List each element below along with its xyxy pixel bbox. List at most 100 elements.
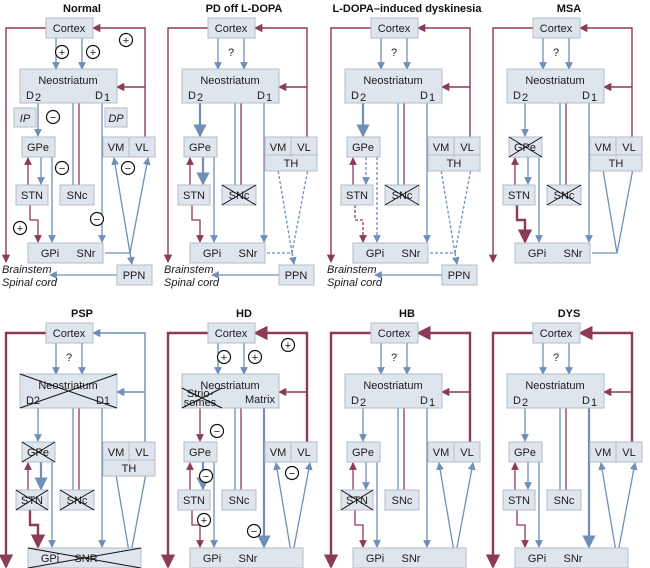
thalamus-to-cortex-arrow [416,325,472,442]
plus-sign: + [17,223,23,235]
minus-sign: − [94,214,100,226]
vm-label: VM [108,447,125,459]
gpi-label: GPi [366,248,384,260]
gpi-to-vl-arrow [129,157,151,254]
stn-label: STN [183,495,205,507]
plus-sign-circle [247,349,263,365]
vl-label: VL [135,142,148,154]
spinal-cord-label: Spinal cord [164,277,220,289]
d1-label: D [582,395,590,407]
minus-sign: − [289,468,295,480]
unknown-marker: ? [553,352,559,364]
snc-to-d1-arrow [565,393,578,490]
stn-to-gpi-arrow [191,510,204,548]
neostriatum-cross [19,373,118,409]
vl-box [290,441,318,463]
snr-label: SNR [74,553,97,565]
plus-sign: + [285,340,291,352]
cortex-box [207,322,256,344]
d1-subscript: 1 [104,92,110,104]
snc-label: SNc [554,495,575,507]
plus-sign-circle [280,337,296,353]
d2-subscript: 2 [360,92,366,104]
stn-cross [15,489,49,511]
snc-cross [384,184,420,206]
snc-to-d1-arrow [565,88,578,185]
snc-to-d1-arrow [78,393,91,490]
ip-box [13,107,37,128]
ppn-box [116,264,153,286]
d1-label: D [582,90,590,102]
stn-label: STN [508,190,530,202]
d1-subscript: 1 [429,92,435,104]
snc-to-d1-arrow [240,88,253,185]
stn-to-gpi-arrow [28,510,46,549]
gpe-label: GPe [189,142,211,154]
d2-subscript: 2 [522,397,528,409]
gpi-label: GPi [203,248,221,260]
neostriatum-label: Neostriatum [525,380,584,392]
d1-label: D [420,395,428,407]
snr-label: SNr [77,248,96,260]
gpi-snr-box [352,547,467,568]
snc-to-d1-arrow [240,393,253,490]
ppn-label: PPN [448,270,471,282]
vm-label: VM [270,447,287,459]
vl-label: VL [297,447,310,459]
thalamus-to-cortex-arrow [91,23,146,137]
brainstem-label: Brainstem [2,264,52,276]
d1-subscript: 1 [591,92,597,104]
snc-to-d1-arrow [78,88,91,185]
snc-to-d2-arrow [388,88,399,185]
vm-label: VM [433,142,450,154]
vm-label: VM [270,142,287,154]
snc-label: SNc [229,495,250,507]
panel-title: HD [236,308,252,320]
gpi-snr-cross [27,547,142,568]
thalamus-to-cortex-arrow [578,325,634,442]
stn-to-gpi-arrow [516,510,529,548]
d2-label: D [351,395,359,407]
neostriatum-box [506,68,605,104]
d1-subscript: 1 [591,397,597,409]
vm-label: VM [595,142,612,154]
thalamus-to-cortex-arrow [253,23,308,137]
gpi-to-vm-arrow [592,157,618,254]
gpi-to-vl-arrow [129,462,151,559]
gpe-label: GPe [352,142,374,154]
gpi-snr-box [352,242,429,264]
thalamus-to-cortex-arrow [578,23,633,137]
vl-label: VL [297,142,310,154]
minus-sign-circle [45,109,61,125]
brainstem-label: Brainstem [164,264,214,276]
striosomes-label: somes [184,397,217,409]
cortex-label: Cortex [540,23,573,35]
stn-to-gpi-arrow [354,510,367,548]
gpi-to-ppn-arrow [451,252,460,265]
striosomes-label: Strio- [187,388,214,400]
plus-sign: + [59,47,65,59]
d2-subscript: 2 [35,92,41,104]
snc-to-d2-arrow [225,88,236,185]
cortex-box [45,322,94,344]
gpi-to-vm-arrow [598,462,627,559]
stn-label: STN [346,190,368,202]
snc-to-d1-arrow [403,393,416,490]
thalamus-label: TH [447,158,462,170]
thalamus-label: TH [122,463,137,475]
thalamus-to-cortex-arrow [253,325,309,442]
d1-subscript: 1 [266,92,272,104]
gpi-to-vl-arrow [291,462,313,559]
plus-sign-circle [216,349,232,365]
unknown-marker: ? [391,47,397,59]
stn-to-gpi-arrow [191,205,204,243]
thalamus-to-cortex-arrow [91,328,146,442]
snc-label: SNc [229,190,250,202]
snc-to-d2-arrow [225,393,236,490]
minus-sign: − [125,163,131,175]
cortex-label: Cortex [215,328,248,340]
